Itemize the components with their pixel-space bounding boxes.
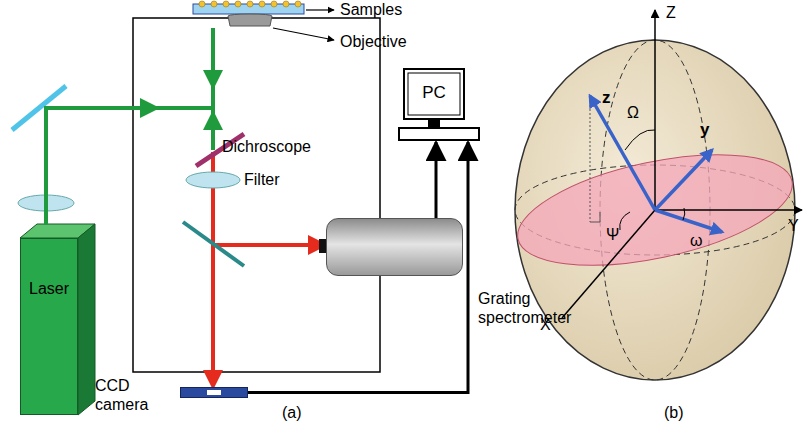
- signal-arrow: [435, 142, 438, 218]
- beam-to-objective: [211, 28, 215, 150]
- mirror: [183, 222, 244, 266]
- microscope-frame: [133, 18, 380, 372]
- spectrometer-box: Grating spectrometer: [326, 218, 463, 276]
- angle-arc: [620, 212, 630, 230]
- laser-box: Laser: [20, 238, 78, 415]
- right-angle: [590, 212, 600, 222]
- objective-lens: [228, 14, 272, 26]
- beam-arrow: [46, 106, 150, 110]
- node-text: Laser: [21, 279, 77, 298]
- axis-label: Z: [666, 4, 676, 22]
- excitation-beam: [46, 108, 213, 224]
- signal-arrow: [248, 142, 468, 393]
- sensor-window: [207, 390, 221, 395]
- vector-label: z: [602, 88, 611, 108]
- beam-arrow: [211, 120, 215, 140]
- spectrometer-slit: [319, 239, 326, 253]
- y-vector: [655, 150, 712, 210]
- node-text: CCD camera: [95, 376, 173, 414]
- axis-label: Y: [788, 217, 799, 235]
- sample-dots: [199, 1, 301, 7]
- computer-icon: [398, 68, 480, 142]
- filter-lens: [186, 172, 240, 188]
- part-label: Objective: [340, 33, 407, 51]
- panel-label: (a): [282, 404, 302, 422]
- part-label: Samples: [340, 1, 402, 19]
- leader-line: [273, 28, 334, 40]
- part-label: Filter: [244, 171, 280, 189]
- ccd-camera: CCD camera: [180, 387, 248, 398]
- z-axis: [654, 10, 656, 210]
- angle-arc: [683, 208, 685, 220]
- laser-side: [78, 224, 95, 415]
- emission-beam: [213, 243, 318, 247]
- part-label: Dichroscope: [222, 138, 311, 156]
- node-text: PC: [406, 83, 462, 103]
- angle-label: ω: [690, 232, 703, 250]
- x-vector: [655, 210, 722, 232]
- angle-label: Ω: [627, 104, 639, 122]
- projection-line: [590, 97, 591, 222]
- pc-box: PC: [398, 68, 480, 142]
- z-vector: [590, 96, 655, 210]
- beam-arrow: [211, 360, 215, 380]
- x-axis: [562, 210, 655, 318]
- beam-arrow: [211, 60, 215, 80]
- vector-label: y: [700, 120, 709, 140]
- angle-label: Ψ: [606, 226, 619, 244]
- angle-arc: [625, 130, 655, 150]
- y-axis: [655, 209, 802, 211]
- leader-line: [306, 9, 334, 10]
- node-text: Grating spectrometer: [478, 289, 578, 327]
- axis-label: X: [540, 316, 551, 334]
- panel-label: (b): [664, 404, 684, 422]
